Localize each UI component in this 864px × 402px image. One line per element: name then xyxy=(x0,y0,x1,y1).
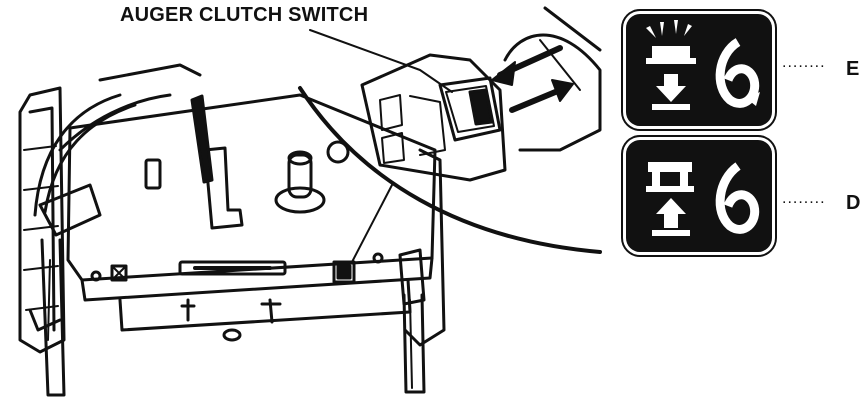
engaged-leader-dots: ........ xyxy=(782,54,826,71)
disengaged-label: D xyxy=(846,192,861,214)
disengaged-leader-dots: ........ xyxy=(782,190,826,207)
engaged-label: E xyxy=(846,58,860,80)
auger-clutch-switch-label: AUGER CLUTCH SWITCH xyxy=(120,4,369,26)
auger-disengaged-icon xyxy=(626,140,772,252)
auger-engaged-icon xyxy=(626,14,772,126)
